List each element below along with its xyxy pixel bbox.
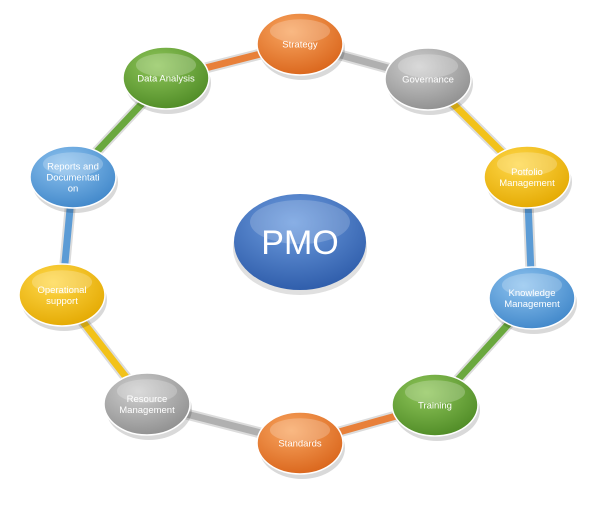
node-label-standards-0: Standards [278,439,322,450]
node-highlight [404,380,466,404]
node-highlight [496,152,558,176]
node-strategy: Strategy [256,12,345,80]
node-highlight [269,418,331,442]
node-highlight [501,273,563,297]
node-ellipse [483,145,571,209]
node-label-resource-management-0: Resource [127,394,168,405]
node-label-operational-support-1: support [46,296,78,307]
node-ellipse [29,145,117,209]
node-label-portfolio-management-1: Management [499,178,555,189]
node-ellipse [256,12,344,76]
node-standards: Standards [256,411,345,479]
node-label-reports-and-documentation-1: Documentati [46,173,99,184]
node-label-knowledge-management-0: Knowledge [508,288,555,299]
ring-nodes: StrategyGovernancePotfolioManagementKnow… [18,12,577,479]
node-label-governance-0: Governance [402,75,454,86]
node-label-reports-and-documentation-2: on [68,184,79,195]
pmo-center-node: PMO [233,194,367,295]
node-label-operational-support-0: Operational [37,285,86,296]
node-ellipse [256,411,344,475]
node-label-training-0: Training [418,401,452,412]
node-data-analysis: Data Analysis [122,46,211,114]
node-training: Training [391,373,480,441]
node-ellipse [122,46,210,110]
pmo-center-label: PMO [261,224,338,262]
node-highlight [135,53,197,77]
pmo-center-highlight [250,200,350,244]
node-label-resource-management-1: Management [119,405,175,416]
node-highlight [31,270,93,294]
pmo-center-ellipse [234,194,366,290]
node-highlight [397,54,459,78]
node-label-knowledge-management-1: Management [504,299,560,310]
node-highlight [116,379,178,403]
node-ellipse [103,372,191,436]
node-label-reports-and-documentation-0: Reports and [47,162,99,173]
node-label-data-analysis-0: Data Analysis [137,74,195,85]
node-ellipse [384,47,472,111]
node-label-strategy-0: Strategy [282,40,318,51]
node-ellipse [488,266,576,330]
node-ellipse [18,263,106,327]
node-governance: Governance [384,47,473,115]
node-label-portfolio-management-0: Potfolio [511,167,543,178]
node-ellipse [391,373,479,437]
node-highlight [269,19,331,43]
node-highlight [42,152,104,176]
